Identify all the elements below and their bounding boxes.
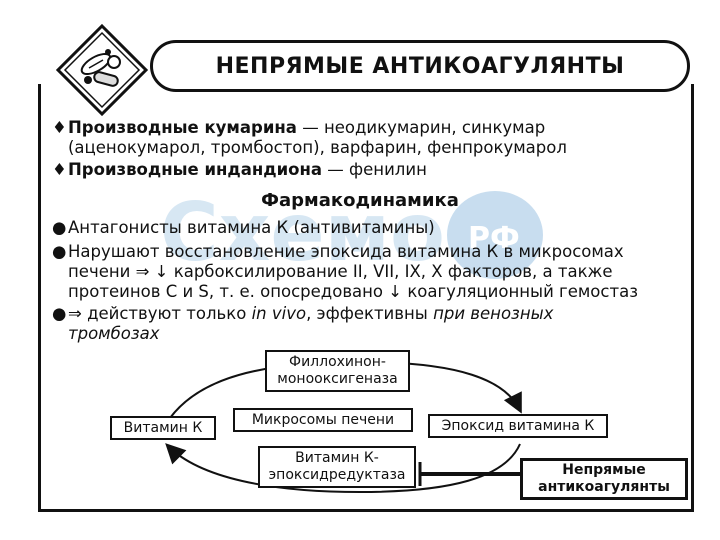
diagram-box-microsomes: Микросомы печени	[233, 408, 413, 432]
list-item-continuation: (аценокумарол, тромбостоп), варфарин, фе…	[68, 138, 567, 157]
title-banner: НЕПРЯМЫЕ АНТИКОАГУЛЯНТЫ	[150, 40, 690, 92]
dot-bullet-icon: ●	[52, 304, 67, 323]
diagram-box-vitamin-k: Витамин К	[110, 416, 216, 440]
list-item-continuation: протеинов С и S, т. е. опосредовано ↓ ко…	[68, 282, 638, 301]
diagram-box-monooxygenase: Филлохинон- монооксигеназа	[265, 350, 410, 392]
frame-bottom-border	[38, 509, 694, 512]
website-watermark-icon: Схемо РФ	[150, 180, 570, 290]
section-heading: Фармакодинамика	[261, 190, 459, 211]
list-item: ♦Производные индандиона — фенилин	[52, 160, 427, 179]
list-item: ●Нарушают восстановление эпоксида витами…	[52, 242, 624, 261]
diagram-box-reductase: Витамин К- эпоксидредуктаза	[258, 446, 416, 488]
diagram-box-epoxide: Эпоксид витамина К	[428, 414, 608, 438]
cycle-arrow-bottom	[165, 443, 521, 494]
svg-text:Схемо: Схемо	[160, 186, 445, 279]
svg-text:РФ: РФ	[468, 221, 520, 256]
list-item: ●Антагонисты витамина К (антивитамины)	[52, 218, 435, 237]
list-item-continuation: тромбозах	[68, 324, 160, 343]
list-item: ●⇒ действуют только in vivo, эффективны …	[52, 304, 554, 323]
dot-bullet-icon: ●	[52, 218, 67, 237]
list-item: ♦Производные кумарина — неодикумарин, си…	[52, 118, 546, 137]
list-item-continuation: печени ⇒ ↓ карбоксилирование II, VII, IX…	[68, 262, 613, 281]
diamond-bullet-icon: ♦	[52, 118, 67, 137]
frame-left-border	[38, 84, 41, 512]
pills-diamond-icon	[55, 23, 149, 117]
page-title: НЕПРЯМЫЕ АНТИКОАГУЛЯНТЫ	[215, 53, 625, 79]
diagram-box-anticoagulants: Непрямые антикоагулянты	[520, 458, 688, 500]
dot-bullet-icon: ●	[52, 242, 67, 261]
diamond-bullet-icon: ♦	[52, 160, 67, 179]
frame-right-border	[691, 84, 694, 512]
